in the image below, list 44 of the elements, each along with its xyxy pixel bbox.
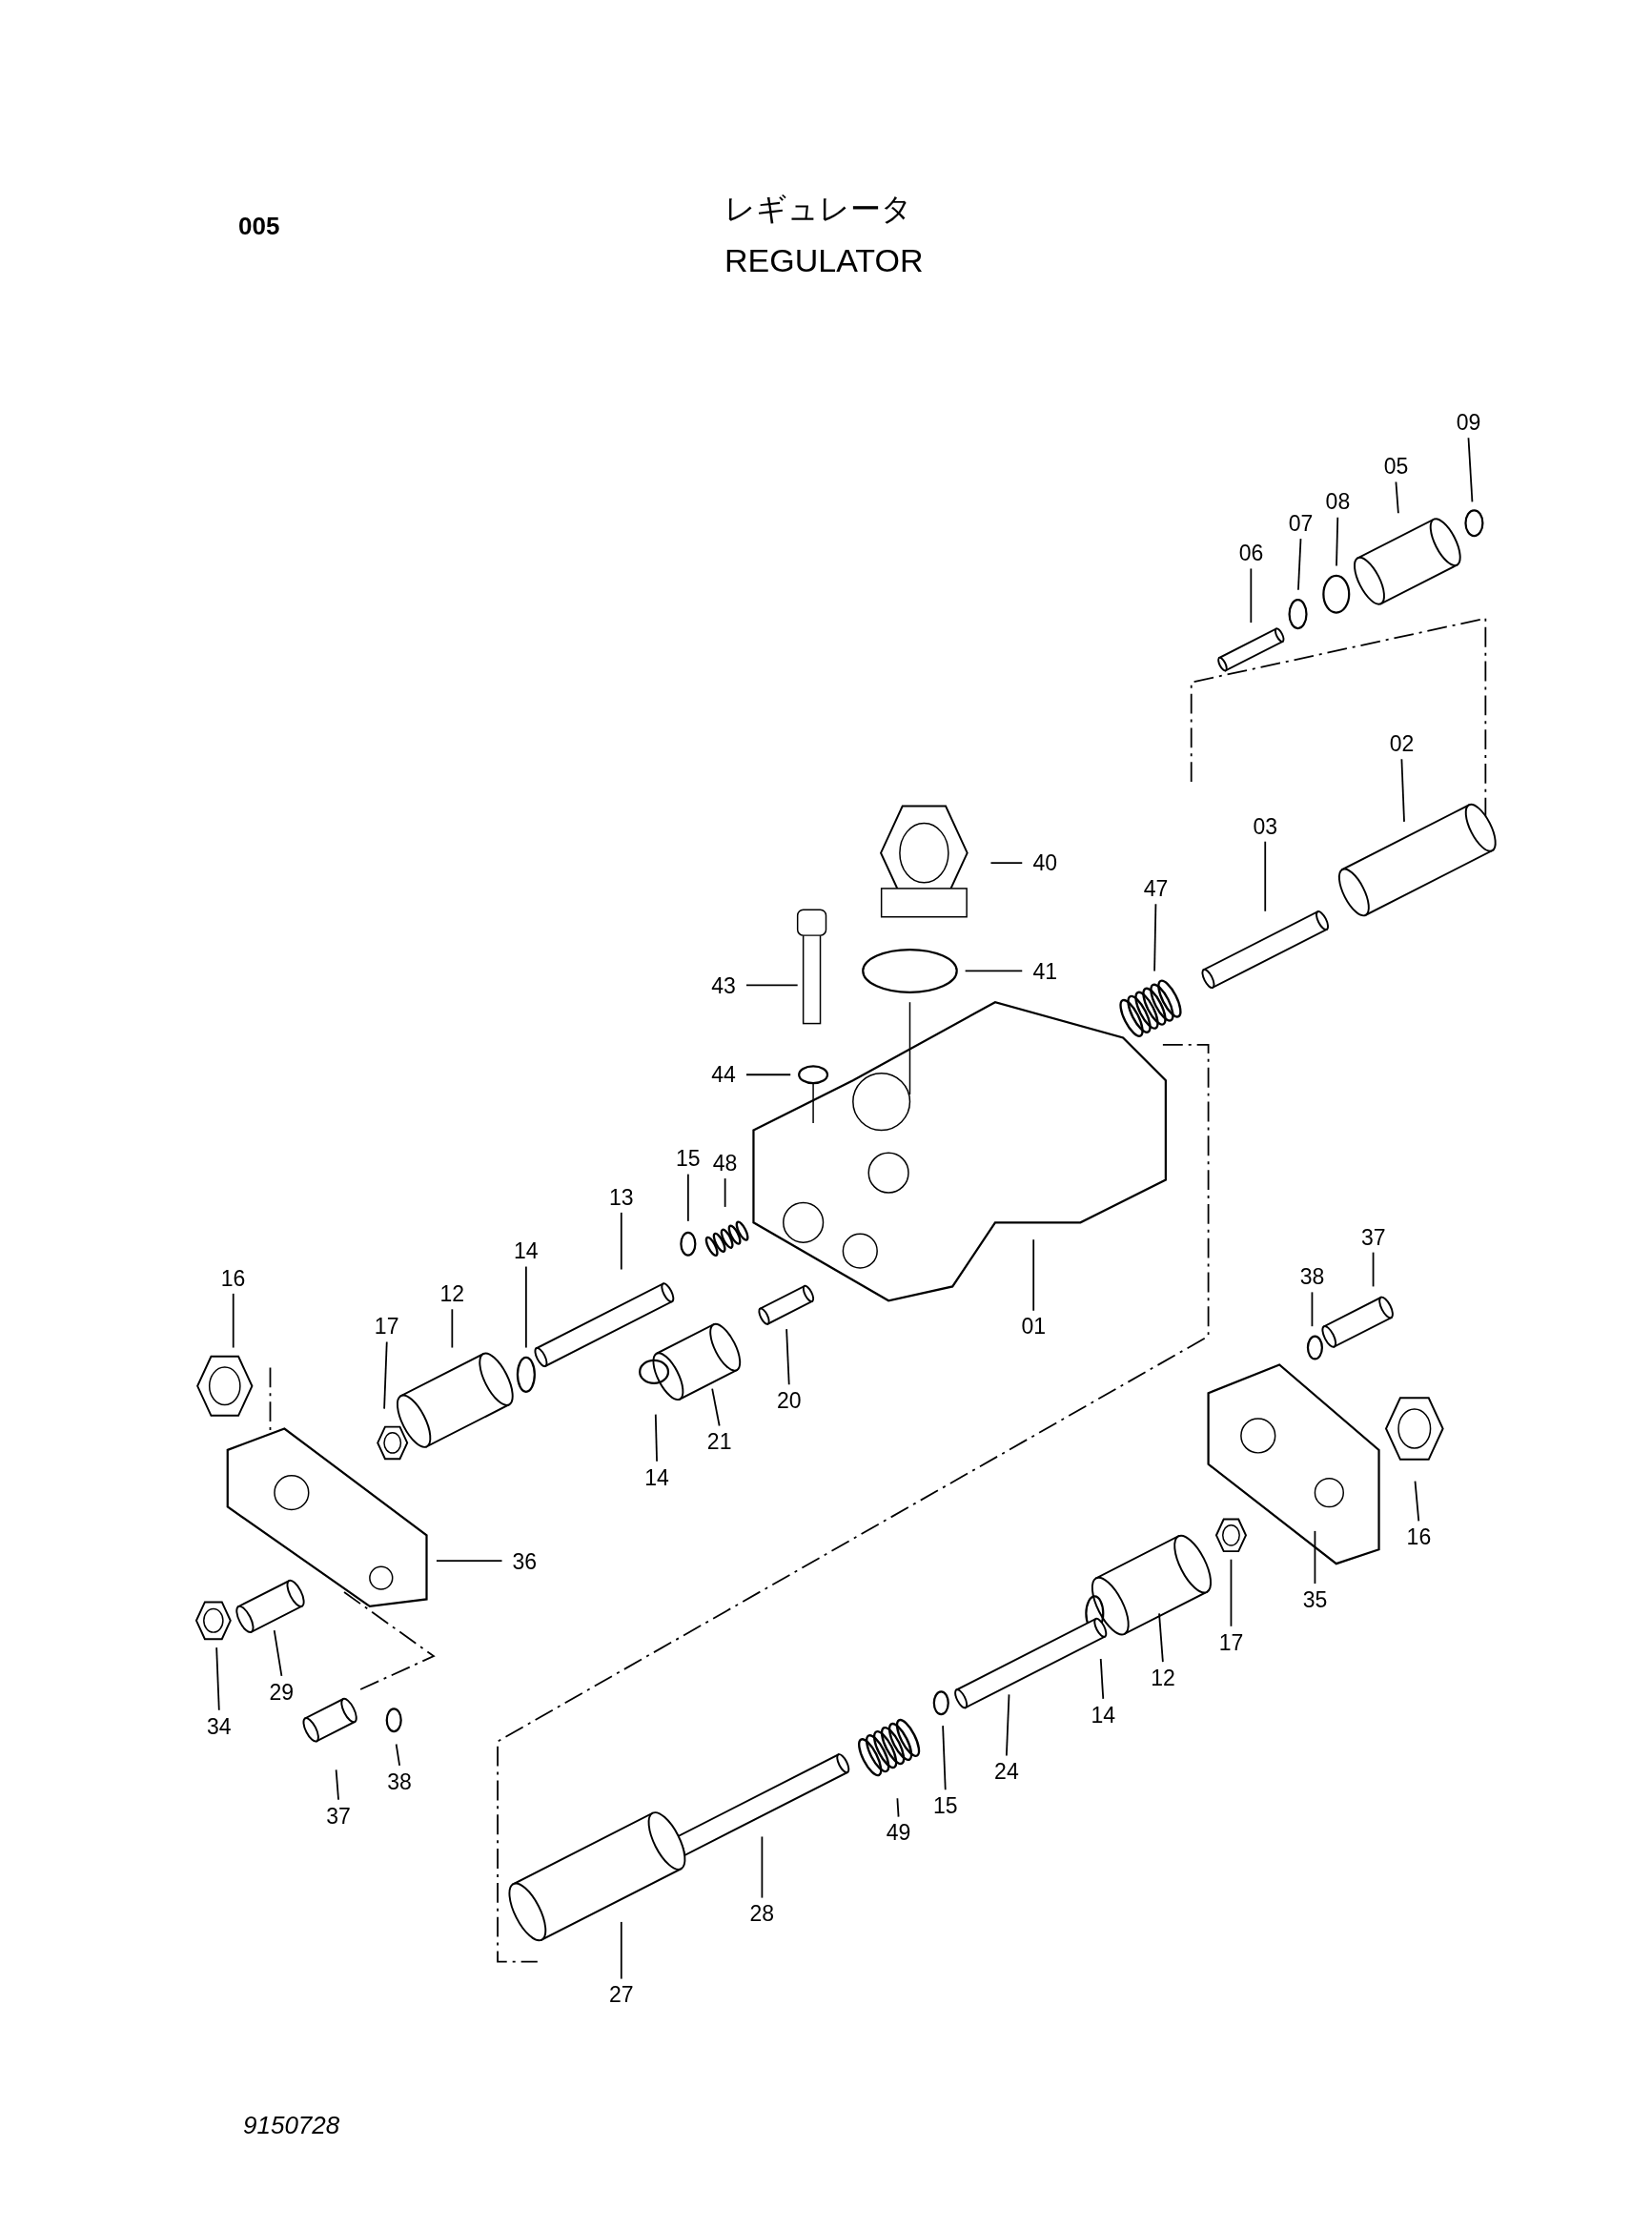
leader-line [1395, 481, 1399, 515]
leader-line [989, 862, 1024, 864]
leader-line [1467, 437, 1474, 503]
leader-line [1400, 758, 1405, 823]
leader-line [1311, 1291, 1314, 1328]
leader-line [1230, 1558, 1233, 1627]
leader-line [1314, 1530, 1316, 1585]
leader-line [1414, 1480, 1420, 1523]
leader-line [1250, 567, 1253, 624]
leader-line [1297, 538, 1302, 591]
leader-line [896, 1797, 900, 1818]
leader-line [1264, 840, 1267, 912]
leader-line [620, 1212, 622, 1271]
leader-line [711, 1387, 721, 1427]
leader-line [383, 1340, 388, 1410]
leader-line [451, 1308, 454, 1349]
leader-line [942, 1725, 947, 1791]
leader-line [1372, 1251, 1375, 1288]
leader-line [1099, 1658, 1105, 1700]
leader-line [964, 970, 1024, 972]
leader-line [785, 1328, 790, 1386]
leader-line [232, 1293, 235, 1349]
leader-line [1336, 516, 1339, 567]
leader-line [436, 1560, 503, 1563]
leader-line [273, 1629, 283, 1677]
title: REGULATOR [724, 241, 924, 280]
leader-line [761, 1835, 764, 1899]
leader-line [686, 1173, 689, 1222]
leader-line [215, 1646, 220, 1711]
leader-line [335, 1769, 339, 1801]
leader-line [724, 1177, 726, 1208]
leader-line [395, 1743, 401, 1767]
page-number: 005 [238, 211, 280, 242]
leader-line [1032, 1238, 1035, 1312]
leader-line [620, 1921, 622, 1980]
leader-line [1005, 1693, 1010, 1757]
japanese-title: レギュレータ [724, 191, 912, 228]
leader-line [745, 984, 799, 987]
leader-line [1158, 1612, 1164, 1663]
leader-line [745, 1074, 792, 1076]
leader-line [1153, 903, 1157, 972]
drawing-number: 9150728 [243, 2110, 340, 2141]
leader-line [525, 1265, 527, 1349]
leader-line [654, 1413, 658, 1462]
